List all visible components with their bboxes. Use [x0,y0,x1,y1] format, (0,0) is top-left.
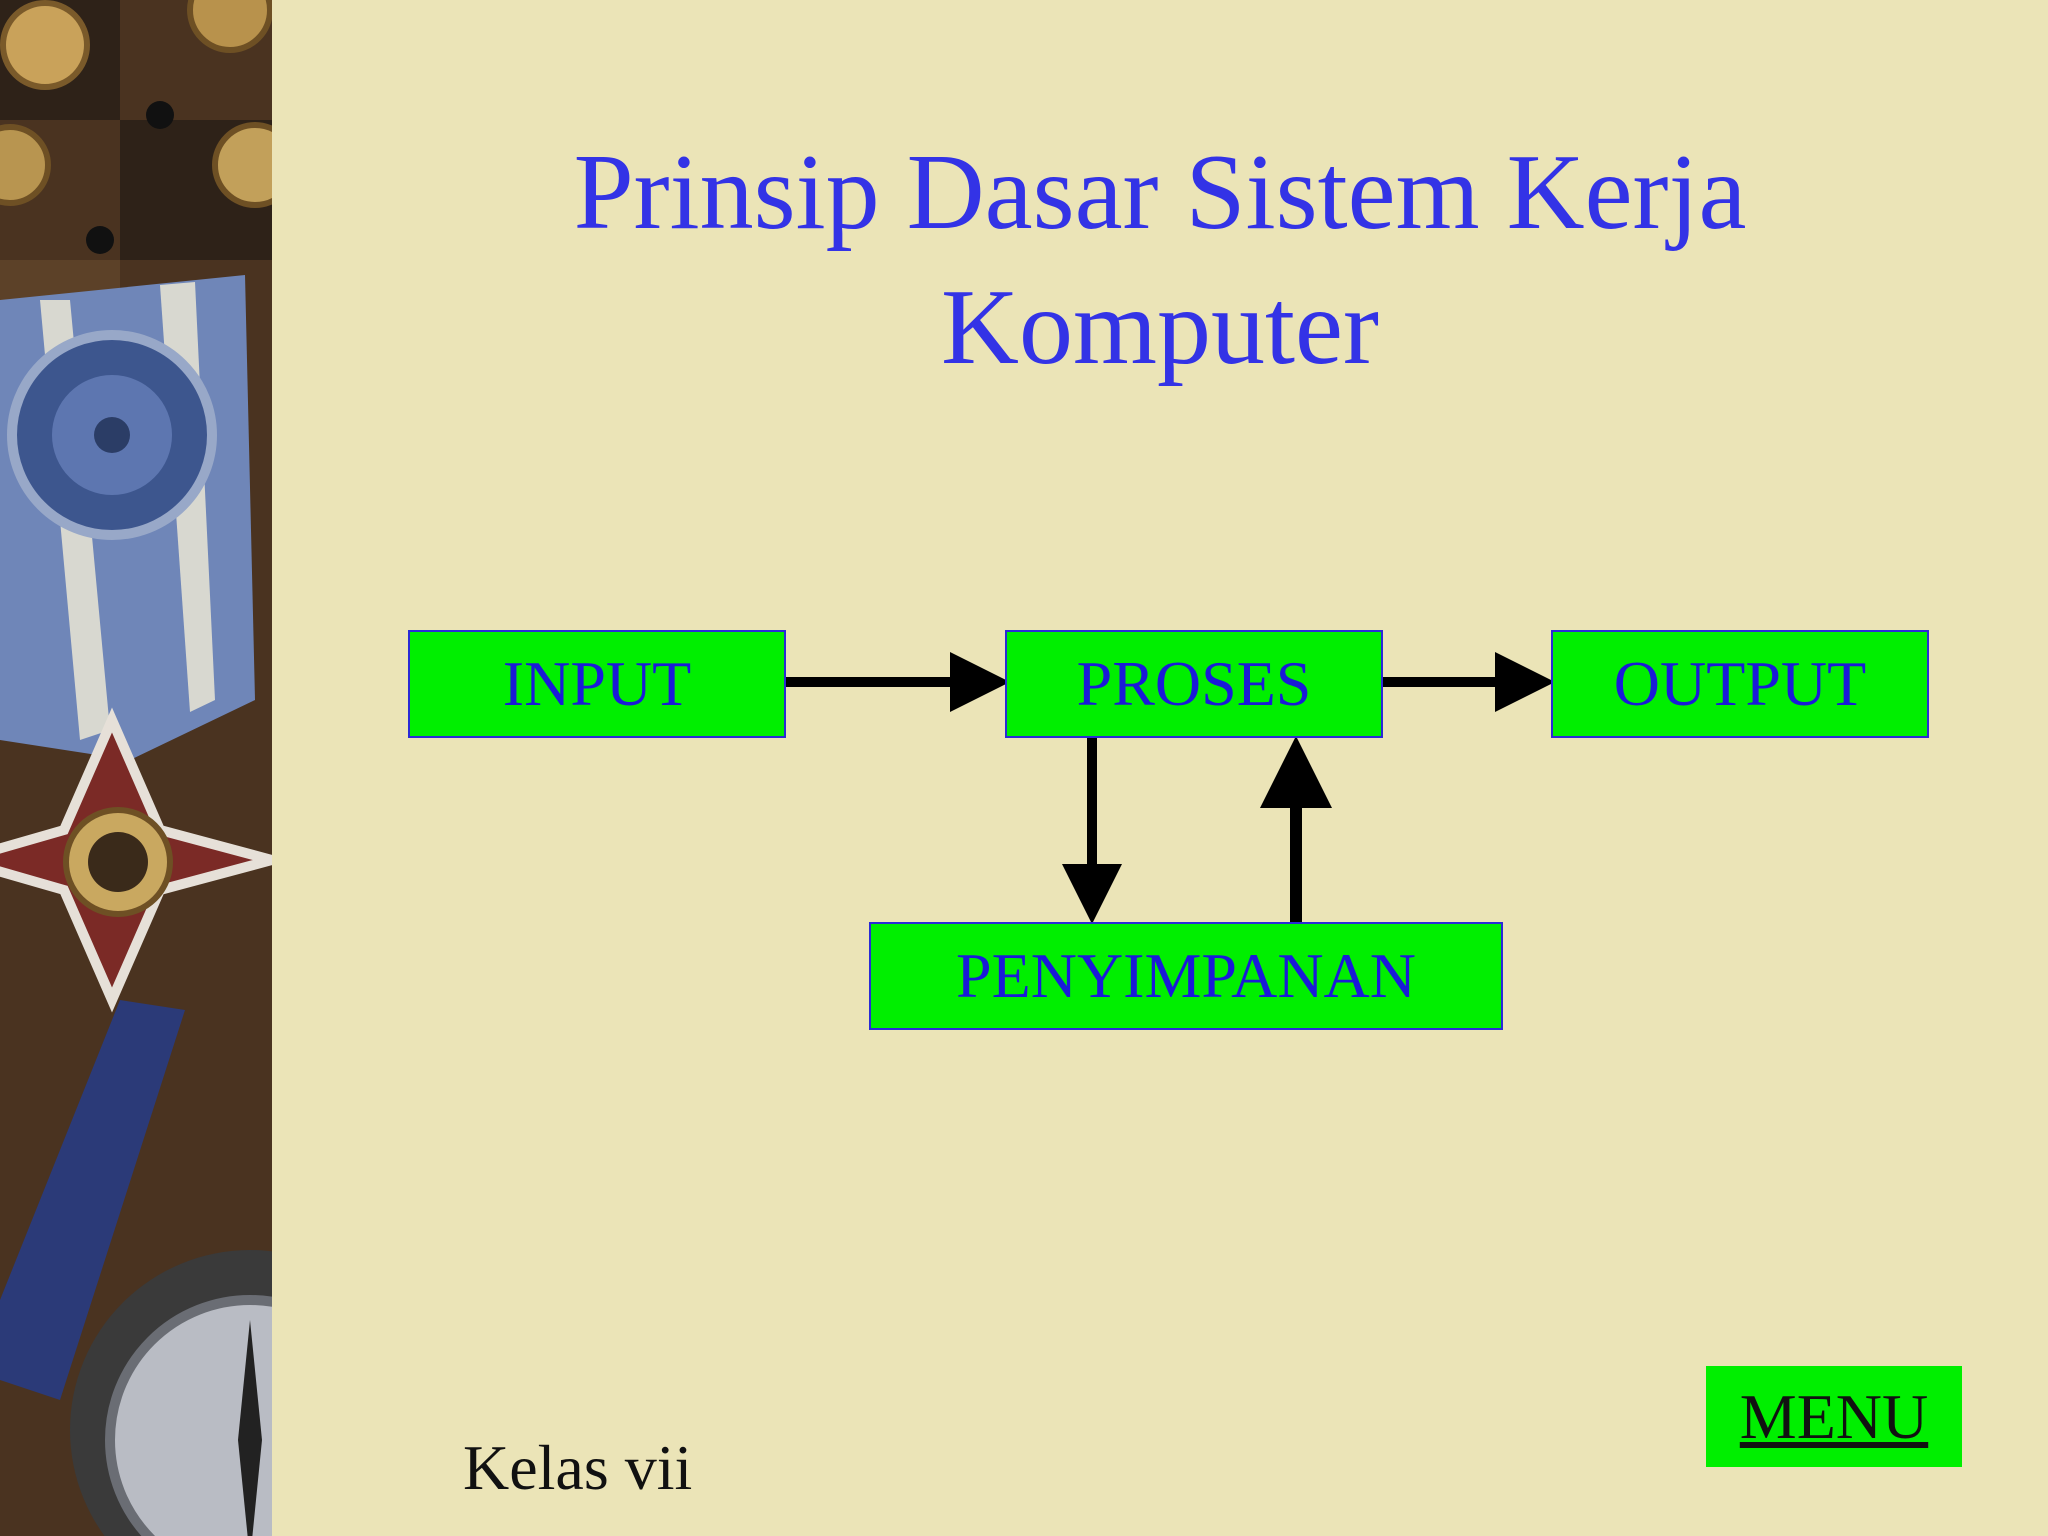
decorative-medal-image [0,0,272,1536]
output-box: OUTPUT [1551,630,1929,738]
slide-title: Prinsip Dasar Sistem Kerja Komputer [272,125,2048,395]
title-line-1: Prinsip Dasar Sistem Kerja [573,133,1747,252]
output-label: OUTPUT [1613,648,1867,719]
penyimpanan-box: PENYIMPANAN [869,922,1503,1030]
class-label: Kelas vii [463,1432,693,1503]
input-label: INPUT [502,648,692,719]
penyimpanan-label: PENYIMPANAN [956,940,1416,1011]
proses-box: PROSES [1005,630,1383,738]
title-line-2: Komputer [941,268,1379,387]
menu-button-label[interactable]: MENU [1739,1380,1929,1452]
proses-label: PROSES [1076,648,1312,719]
input-box: INPUT [408,630,786,738]
menu-button[interactable]: MENU [1706,1366,1962,1467]
